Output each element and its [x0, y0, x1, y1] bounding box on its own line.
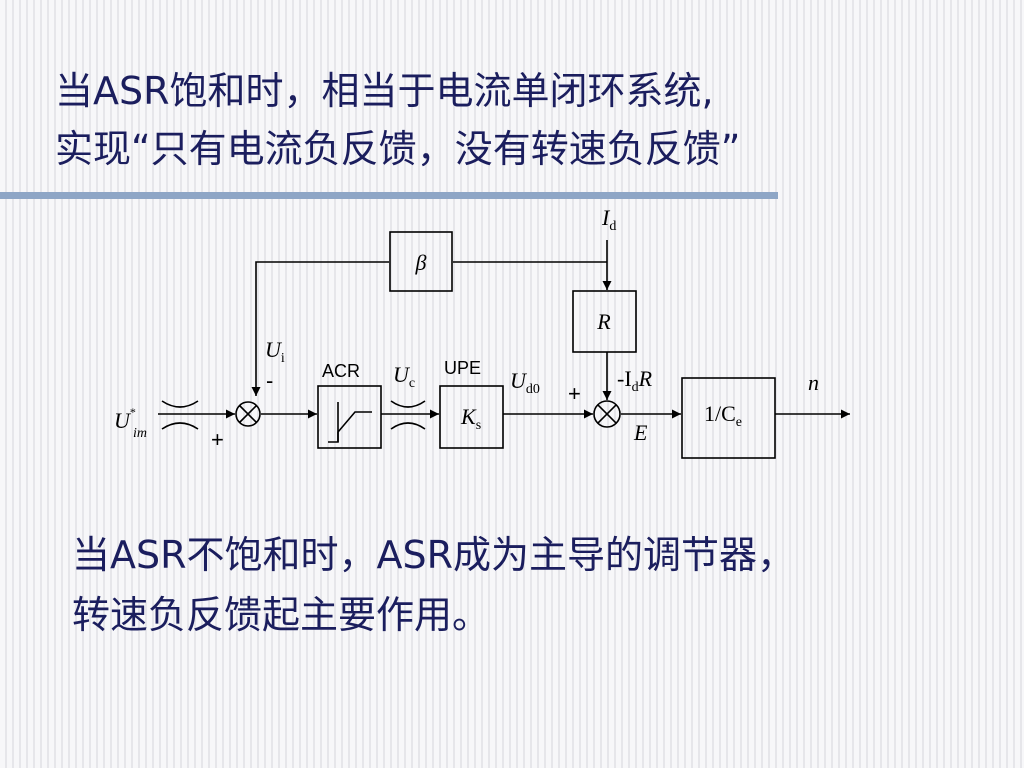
- beta-symbol: β: [415, 250, 427, 275]
- slide-body: 当ASR不饱和时，ASR成为主导的调节器， 转速负反馈起主要作用。: [72, 525, 1002, 645]
- body-line-1: 当ASR不饱和时，ASR成为主导的调节器，: [72, 533, 796, 577]
- ks-label: Ks: [460, 404, 481, 433]
- uim-subscript: im: [133, 426, 147, 441]
- n-label: n: [808, 370, 819, 395]
- uc-label: Uc: [393, 362, 415, 391]
- beta-block: [389, 231, 453, 292]
- summing-junction-2: [593, 400, 621, 428]
- title-line-2: 实现“只有电流负反馈，没有转速负反馈”: [55, 127, 741, 171]
- id-label: Id: [601, 205, 616, 234]
- acr-label: ACR: [322, 361, 360, 381]
- ud0-label: Ud0: [510, 368, 540, 397]
- input-filter-symbol: [161, 400, 199, 430]
- ui-label: Ui: [265, 337, 285, 366]
- upe-label: UPE: [444, 358, 481, 378]
- upe-block: [439, 385, 504, 449]
- r-block: [572, 290, 637, 353]
- acr-limiter-curve: [328, 411, 372, 443]
- slide-title: 当ASR饱和时，相当于电流单闭环系统, 实现“只有电流负反馈，没有转速负反馈”: [55, 62, 995, 178]
- ce-block: [681, 377, 776, 459]
- uim-plus-sign: +: [211, 427, 224, 452]
- body-line-2: 转速负反馈起主要作用。: [72, 593, 491, 637]
- ui-minus-sign: -: [266, 368, 273, 393]
- acr-block: [317, 385, 382, 449]
- summing-junction-1: [235, 401, 261, 427]
- uc-filter-symbol: [390, 400, 426, 430]
- r-symbol: R: [596, 309, 611, 334]
- title-line-1: 当ASR饱和时，相当于电流单闭环系统,: [55, 69, 714, 113]
- uim-label: U*: [114, 405, 136, 433]
- idr-label: -IdR: [617, 366, 653, 395]
- e-label: E: [633, 420, 648, 445]
- title-divider: [0, 192, 778, 199]
- ce-label: 1/Ce: [704, 401, 742, 430]
- ud0-plus-sign: +: [568, 381, 581, 406]
